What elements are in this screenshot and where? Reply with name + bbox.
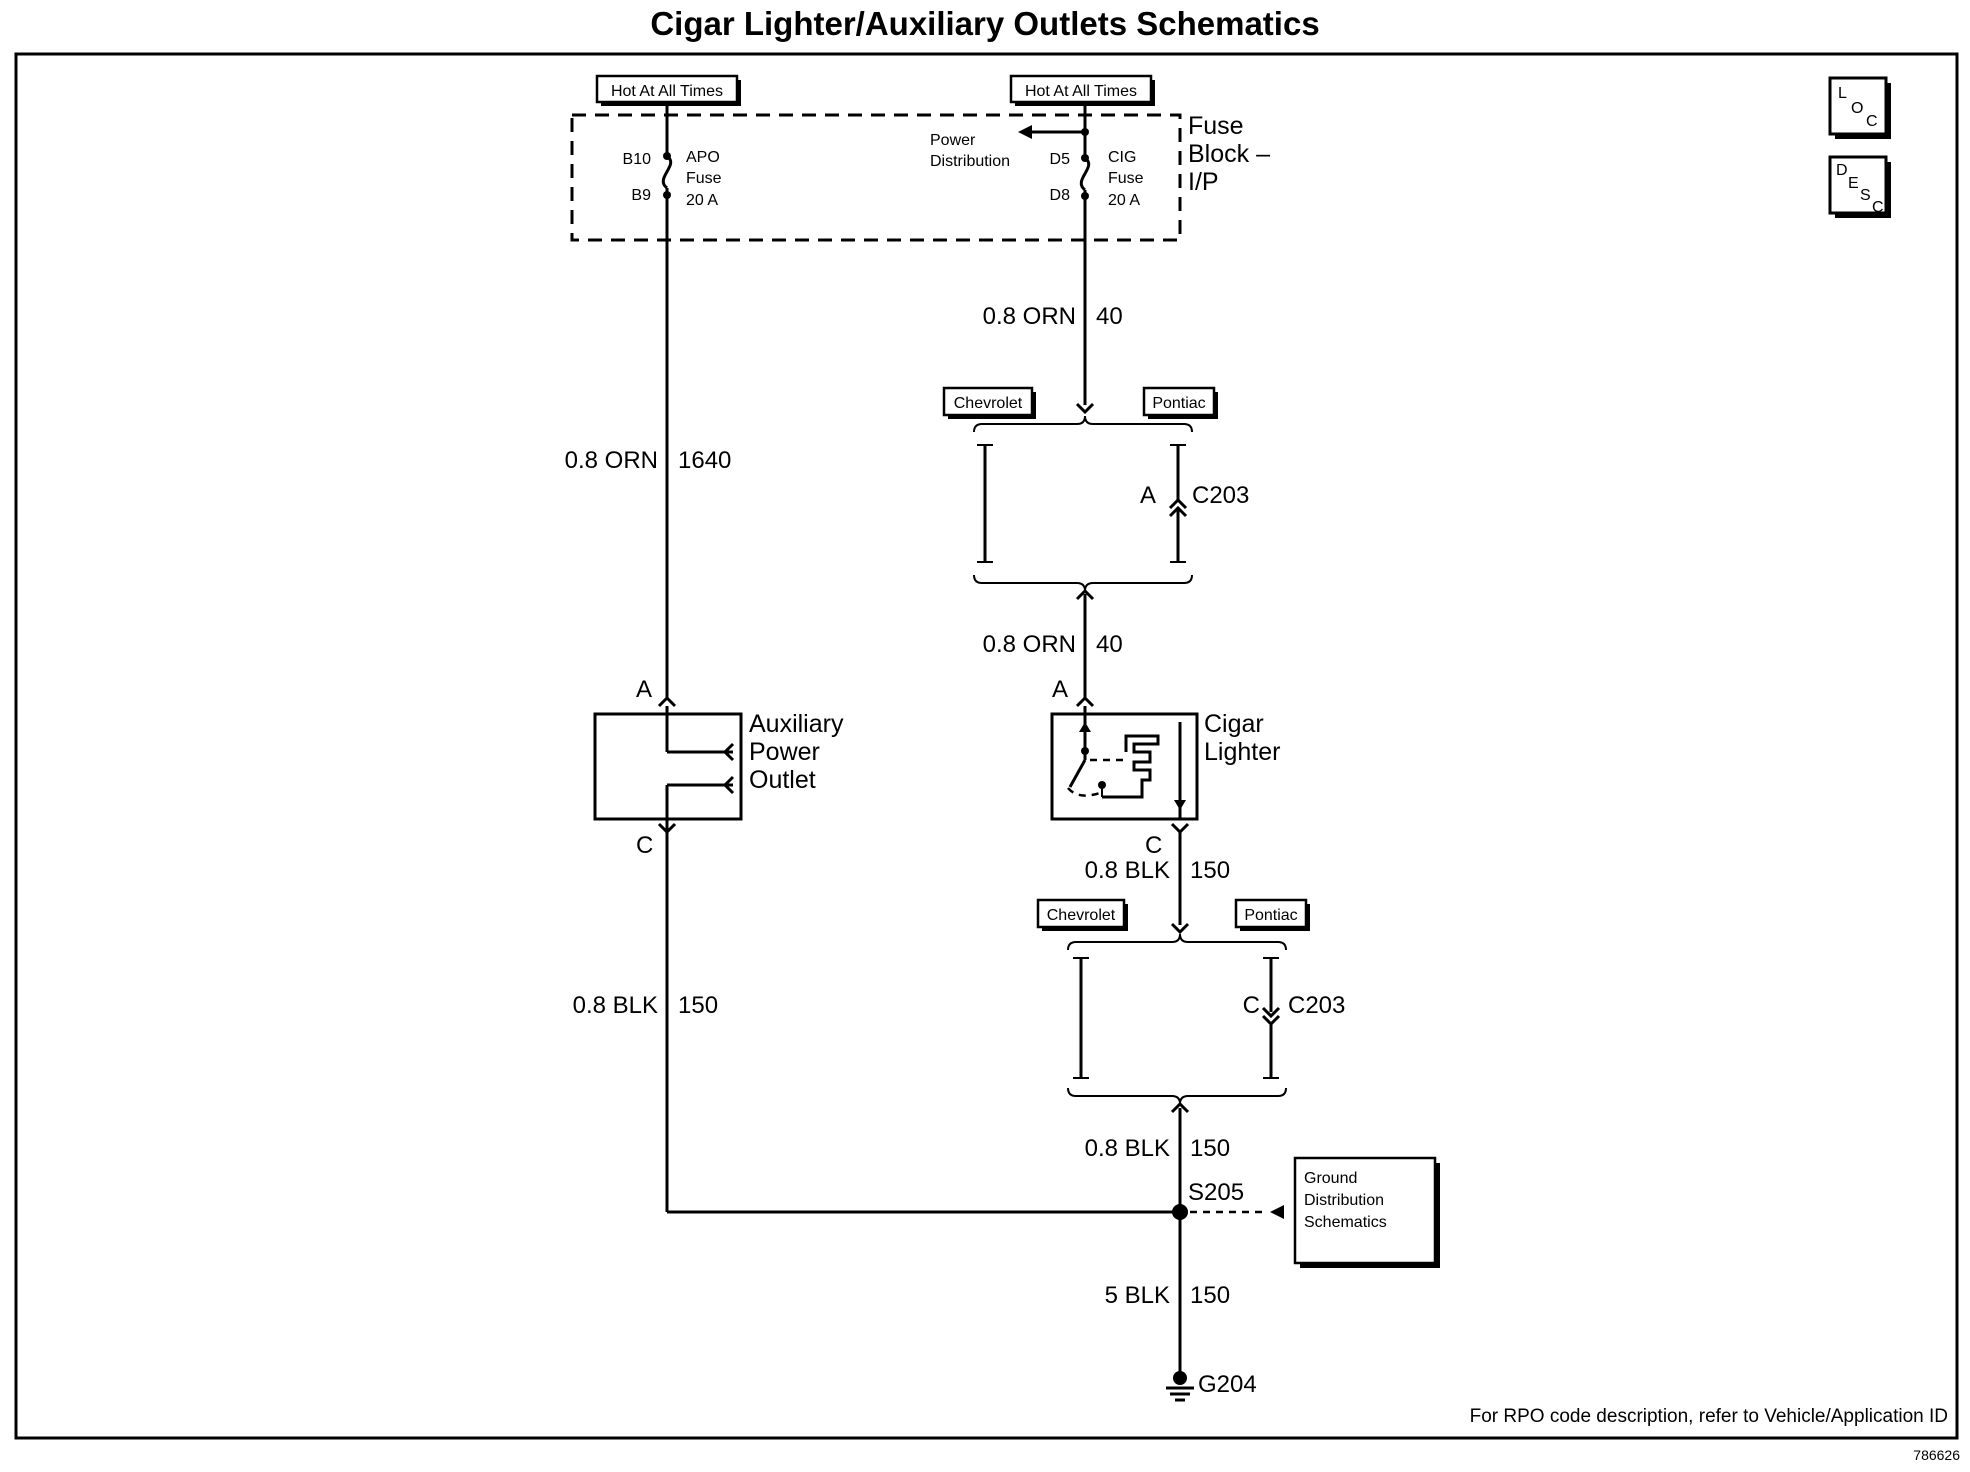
svg-text:L: L — [1838, 85, 1847, 102]
aux-outlet-pin-c: C — [636, 832, 653, 859]
cig-feed-lower-circuit: 40 — [1096, 631, 1123, 658]
ground-label: G204 — [1198, 1371, 1257, 1398]
svg-text:Hot At All Times: Hot At All Times — [1025, 83, 1137, 100]
c203-upper-pin: A — [1140, 482, 1156, 509]
footer-note: For RPO code description, refer to Vehic… — [1470, 1406, 1948, 1427]
cigar-lighter-pin-a: A — [1052, 676, 1068, 703]
cig-feed-upper-gauge: 0.8 ORN — [983, 303, 1076, 330]
diagram-title: Cigar Lighter/Auxiliary Outlets Schemati… — [650, 5, 1319, 42]
cig-ground-upper-gauge: 0.8 BLK — [1085, 857, 1170, 884]
apo-fuse-pin-top: B10 — [623, 151, 652, 168]
diagram-frame — [14, 52, 1959, 1440]
chevrolet-tag-upper: Chevrolet — [954, 395, 1023, 412]
svg-text:E: E — [1848, 175, 1859, 192]
svg-text:Hot At All Times: Hot At All Times — [611, 83, 723, 100]
cig-ground-lower-gauge: 0.8 BLK — [1085, 1135, 1170, 1162]
hot-at-all-times-tag-cig: Hot At All Times — [1009, 74, 1155, 106]
cig-feed-upper-circuit: 40 — [1096, 303, 1123, 330]
apo-fuse: B10 B9 APO Fuse 20 A — [623, 102, 722, 245]
svg-text:Schematics: Schematics — [1304, 1214, 1387, 1231]
apo-ground-gauge: 0.8 BLK — [573, 992, 658, 1019]
svg-text:D: D — [1836, 162, 1848, 179]
svg-text:Fuse: Fuse — [686, 170, 722, 187]
aux-outlet-label: Auxiliary — [749, 710, 844, 738]
svg-text:Ground: Ground — [1304, 1170, 1357, 1187]
c203-lower-name: C203 — [1288, 992, 1345, 1019]
svg-text:20 A: 20 A — [686, 192, 718, 209]
hot-at-all-times-tag-apo: Hot At All Times — [595, 74, 741, 106]
cig-feed-lower-gauge: 0.8 ORN — [983, 631, 1076, 658]
svg-text:APO: APO — [686, 149, 720, 166]
svg-text:20 A: 20 A — [1108, 192, 1140, 209]
cigar-lighter-pin-c: C — [1145, 832, 1162, 859]
main-ground-gauge: 5 BLK — [1105, 1282, 1170, 1309]
cigar-lighter-label: Cigar — [1204, 710, 1264, 738]
loc-icon[interactable]: L O C — [1828, 76, 1891, 139]
fuse-block-label: Fuse — [1188, 112, 1244, 140]
svg-text:Distribution: Distribution — [930, 153, 1010, 170]
svg-text:S: S — [1860, 187, 1871, 204]
fuse-block-outline — [570, 113, 1182, 242]
connector-c203-upper: Chevrolet Pontiac A C203 — [942, 386, 1249, 601]
svg-text:C: C — [1872, 199, 1884, 216]
apo-feed-circuit: 1640 — [678, 447, 731, 474]
cig-fuse: D5 D8 CIG Fuse 20 A Power Distribution — [930, 102, 1144, 405]
cig-fuse-pin-bottom: D8 — [1050, 187, 1071, 204]
ground-g204-icon — [1166, 1371, 1194, 1402]
desc-icon[interactable]: D E S C — [1828, 155, 1891, 218]
main-ground-circuit: 150 — [1190, 1282, 1230, 1309]
pontiac-tag-lower: Pontiac — [1244, 907, 1297, 924]
apo-fuse-pin-bottom: B9 — [631, 187, 651, 204]
auxiliary-power-outlet: A C Auxiliary Power Outlet — [593, 676, 844, 859]
c203-lower-pin: C — [1243, 992, 1260, 1019]
svg-text:Block –: Block – — [1188, 140, 1270, 168]
svg-text:C: C — [1866, 113, 1878, 130]
apo-feed-gauge: 0.8 ORN — [565, 447, 658, 474]
cig-fuse-pin-top: D5 — [1050, 151, 1071, 168]
svg-text:Distribution: Distribution — [1304, 1192, 1384, 1209]
svg-text:O: O — [1851, 100, 1863, 117]
cig-ground-upper-circuit: 150 — [1190, 857, 1230, 884]
aux-outlet-pin-a: A — [636, 676, 652, 703]
power-distribution-label: Power — [930, 132, 976, 149]
splice-s205 — [1172, 1204, 1188, 1220]
connector-c203-lower: Chevrolet Pontiac C C203 — [1036, 898, 1345, 1114]
svg-text:Fuse: Fuse — [1108, 170, 1144, 187]
svg-text:CIG: CIG — [1108, 149, 1136, 166]
svg-text:I/P: I/P — [1188, 168, 1219, 196]
cig-ground-lower-circuit: 150 — [1190, 1135, 1230, 1162]
splice-label: S205 — [1188, 1179, 1244, 1206]
svg-text:Lighter: Lighter — [1204, 738, 1280, 766]
svg-text:Power: Power — [749, 738, 820, 766]
svg-text:Outlet: Outlet — [749, 766, 816, 794]
chevrolet-tag-lower: Chevrolet — [1047, 907, 1116, 924]
c203-upper-name: C203 — [1192, 482, 1249, 509]
figure-id: 786626 — [1913, 1447, 1960, 1463]
ground-distribution-link[interactable]: Ground Distribution Schematics — [1293, 1156, 1440, 1268]
cigar-lighter: A C Cigar Lighter — [1050, 676, 1280, 859]
pontiac-tag-upper: Pontiac — [1152, 395, 1205, 412]
apo-ground-circuit: 150 — [678, 992, 718, 1019]
